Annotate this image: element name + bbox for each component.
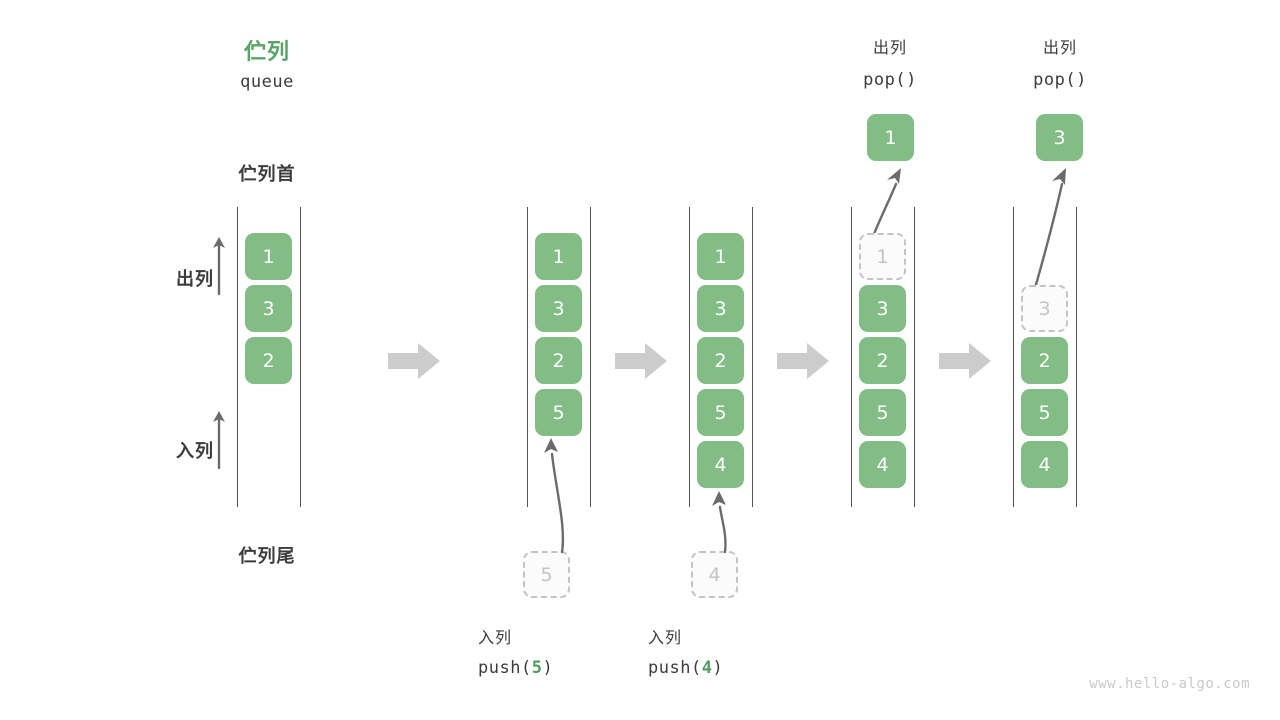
push-code-value: 5 [531,658,543,678]
rail-left [851,207,852,507]
rail-left [1013,207,1014,507]
queue-head-label: 伫列首 [238,164,296,185]
transition-arrow-icon [388,343,440,379]
push-code-suffix: ) [542,658,554,678]
push-4-label-code: push(4) [648,658,828,678]
rail-right [1076,207,1077,507]
transition-arrow-icon [615,343,667,379]
queue-step-push-5: 1 3 2 5 [527,207,591,507]
push-code-prefix: push( [478,658,532,678]
rail-right [914,207,915,507]
popped-cell: 3 [1036,114,1083,161]
transition-arrow-icon [777,343,829,379]
queue-step-initial: 1 3 2 [237,207,301,507]
dequeue-direction-arrow-icon [213,237,225,296]
pop-1-label-code: pop() [863,70,917,90]
queue-cell: 3 [859,285,906,332]
push-code-value: 4 [701,658,713,678]
queue-tail-label: 伫列尾 [238,546,296,567]
queue-cell: 5 [1021,389,1068,436]
push-code-prefix: push( [648,658,702,678]
enqueue-direction-label: 入列 [176,441,214,462]
rail-left [689,207,690,507]
watermark: www.hello-algo.com [1089,676,1250,692]
queue-cell-new: 5 [535,389,582,436]
queue-step-push-4: 1 3 2 5 4 [689,207,753,507]
queue-cell-new: 4 [697,441,744,488]
rail-left [527,207,528,507]
dequeue-direction-label: 出列 [176,269,214,290]
queue-cell: 1 [245,233,292,280]
queue-cell: 3 [535,285,582,332]
push-code-suffix: ) [712,658,724,678]
incoming-ghost-cell: 4 [691,551,738,598]
queue-cell: 2 [1021,337,1068,384]
push-arrow-icon [544,438,565,554]
diagram-title-code: queue [240,72,294,92]
popped-cell: 1 [867,114,914,161]
push-5-label-code: push(5) [478,658,658,678]
queue-step-pop-3: 3 2 5 4 [1013,207,1077,507]
push-arrow-icon [712,491,727,554]
queue-cell: 2 [245,337,292,384]
queue-step-pop-1: 1 3 2 5 4 [851,207,915,507]
queue-cell: 2 [697,337,744,384]
pop-3-label-code: pop() [1033,70,1087,90]
queue-cell: 1 [697,233,744,280]
queue-cell: 4 [1021,441,1068,488]
queue-cell: 2 [535,337,582,384]
queue-cell: 1 [535,233,582,280]
pop-3-label-cn: 出列 [1042,38,1077,57]
pop-1-label-cn: 出列 [872,38,907,57]
queue-cell-removed: 1 [859,233,906,280]
enqueue-direction-arrow-icon [213,411,225,470]
queue-cell-removed: 3 [1021,285,1068,332]
diagram-title-cn: 伫列 [243,40,290,65]
queue-cell: 3 [697,285,744,332]
queue-cell: 5 [859,389,906,436]
transition-arrow-icon [939,343,991,379]
push-5-label-cn: 入列 [478,628,513,647]
queue-cell: 4 [859,441,906,488]
rail-right [590,207,591,507]
queue-cell: 2 [859,337,906,384]
push-4-label-cn: 入列 [648,628,683,647]
queue-cell: 5 [697,389,744,436]
incoming-ghost-cell: 5 [523,551,570,598]
rail-right [752,207,753,507]
rail-left [237,207,238,507]
rail-right [300,207,301,507]
queue-cell: 3 [245,285,292,332]
